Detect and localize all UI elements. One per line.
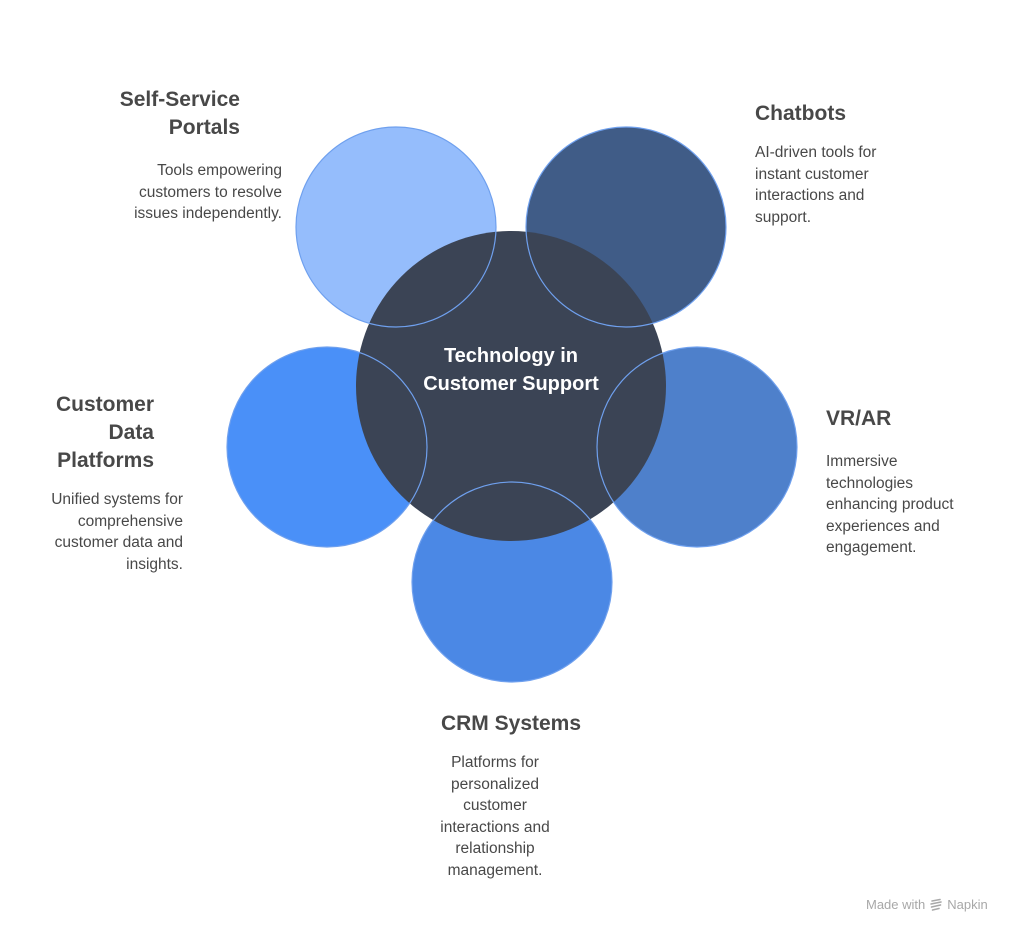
node-outline-crm-systems [411, 481, 613, 683]
node-outline-customer-data-platforms [226, 346, 428, 548]
node-title-chatbots: Chatbots [755, 102, 846, 125]
watermark-brand: Napkin [947, 897, 988, 912]
node-title-customer-data-platforms: Customer Data Platforms [55, 393, 154, 472]
watermark-prefix: Made with [866, 897, 926, 912]
node-desc-customer-data-platforms: Unified systems for comprehensive custom… [51, 491, 183, 573]
node-outline-vr-ar [596, 346, 798, 548]
watermark: Made with Napkin [866, 897, 988, 912]
node-title-self-service-portals: Self-Service Portals [119, 88, 240, 139]
node-desc-chatbots: AI-driven tools for instant customer int… [755, 144, 877, 226]
node-desc-vr-ar: Immersive technologies enhancing product… [826, 453, 954, 556]
node-outline-chatbots [525, 126, 727, 328]
node-title-crm-systems: CRM Systems [440, 712, 582, 735]
node-title-vr-ar: VR/AR [826, 407, 892, 430]
node-outline-self-service-portals [295, 126, 497, 328]
center-title: Technology in Customer Support [423, 345, 599, 395]
node-desc-self-service-portals: Tools empowering customers to resolve is… [134, 162, 282, 222]
center-circle [356, 231, 666, 541]
node-desc-crm-systems: Platforms for personalized customer inte… [440, 754, 550, 879]
napkin-logo-icon [930, 898, 943, 911]
